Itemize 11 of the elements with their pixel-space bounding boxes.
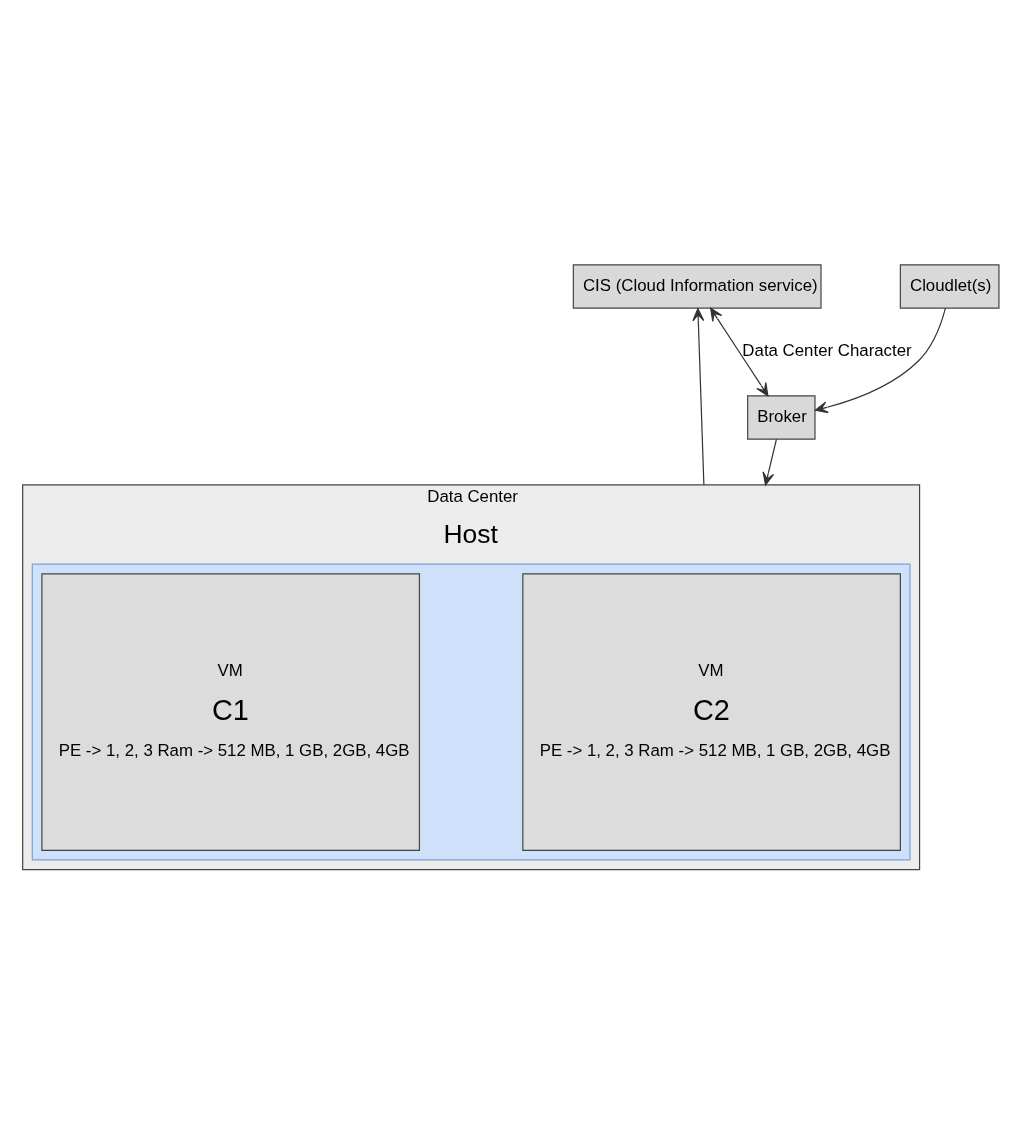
node-box: VM C1 PE -> 1, 2, 3 Ram -> 512 MB, 1 GB, 2GB, 4GB <box>41 573 421 851</box>
arrow <box>762 438 777 486</box>
arrow <box>814 307 947 414</box>
node-box: CIS (Cloud Information service) <box>572 264 822 309</box>
cluster <box>31 563 911 861</box>
node-box: Cloudlet(s) <box>899 264 1000 309</box>
node-box: VM C2 PE -> 1, 2, 3 Ram -> 512 MB, 1 GB, 2GB, 4GB <box>522 573 901 851</box>
edge-label: Data Center Character <box>742 341 912 361</box>
arrow <box>692 308 705 486</box>
arrow <box>710 307 769 397</box>
node-box: Broker <box>747 395 816 440</box>
